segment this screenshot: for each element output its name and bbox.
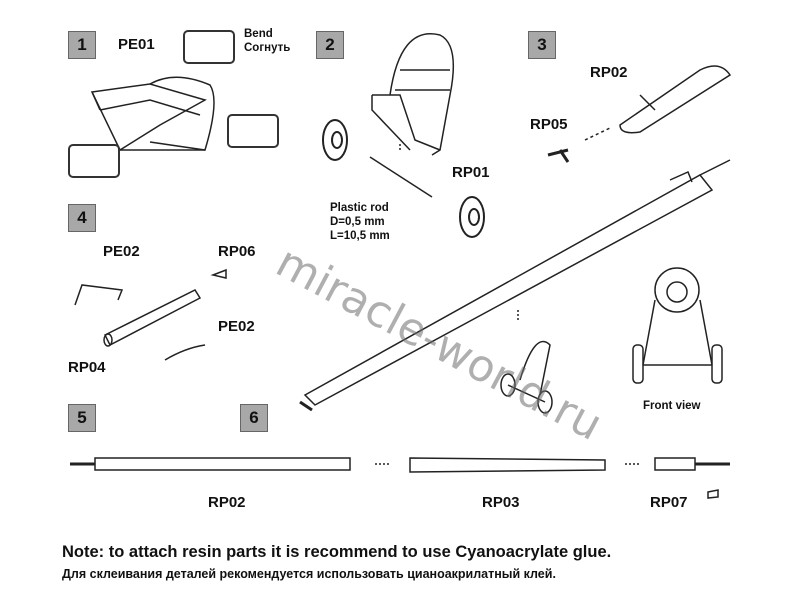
part-label: RP07 xyxy=(650,494,688,511)
plastic-rod-drawing xyxy=(369,156,433,198)
part-label: RP01 xyxy=(452,164,490,181)
step-number: 4 xyxy=(68,204,96,232)
rod-spec-diameter: D=0,5 mm xyxy=(330,216,385,228)
note-russian: Для склеивания деталей рекомендуется исп… xyxy=(62,567,556,581)
part-label: RP02 xyxy=(208,494,246,511)
step-number: 5 xyxy=(68,404,96,432)
rp04-part-drawing xyxy=(103,289,202,347)
part-label: PE02 xyxy=(103,243,140,260)
pe02-wire-drawing xyxy=(74,284,124,306)
rp03-tube-drawing xyxy=(409,457,606,473)
note-english: Note: to attach resin parts it is recomm… xyxy=(62,543,612,561)
part-label: RP03 xyxy=(482,494,520,511)
bend-label-en: Bend xyxy=(244,28,273,40)
seat-frame-drawing xyxy=(371,33,455,156)
rod-spec-length: L=10,5 mm xyxy=(330,230,390,242)
pe02-wire2-drawing xyxy=(164,344,206,361)
pe01-frame-drawing xyxy=(90,76,215,152)
bend-icon xyxy=(68,144,120,178)
bend-icon xyxy=(183,30,235,64)
part-label: RP05 xyxy=(530,116,568,133)
rp02-tube-drawing xyxy=(70,457,351,471)
front-view-label: Front view xyxy=(643,400,701,412)
boom-drawing xyxy=(299,159,731,412)
step-number: 6 xyxy=(240,404,268,432)
bend-label-ru: Согнуть xyxy=(244,42,291,54)
step-number: 3 xyxy=(528,31,556,59)
part-label: RP02 xyxy=(590,64,628,81)
part-label: RP04 xyxy=(68,359,106,376)
bend-icon xyxy=(227,114,279,148)
part-label: PE02 xyxy=(218,318,255,335)
front-view-drawing xyxy=(632,267,723,384)
step-number: 2 xyxy=(316,31,344,59)
rp07-part-drawing xyxy=(654,457,730,499)
step-number: 1 xyxy=(68,31,96,59)
rp06-part-drawing xyxy=(210,268,227,279)
part-label: RP06 xyxy=(218,243,256,260)
rp05-part-drawing xyxy=(547,148,570,163)
wheel-drawing xyxy=(322,119,485,238)
rod-spec-name: Plastic rod xyxy=(330,202,389,214)
small-cart-drawing xyxy=(500,340,553,414)
part-label: PE01 xyxy=(118,36,155,53)
rp02-nose-drawing xyxy=(619,65,732,134)
